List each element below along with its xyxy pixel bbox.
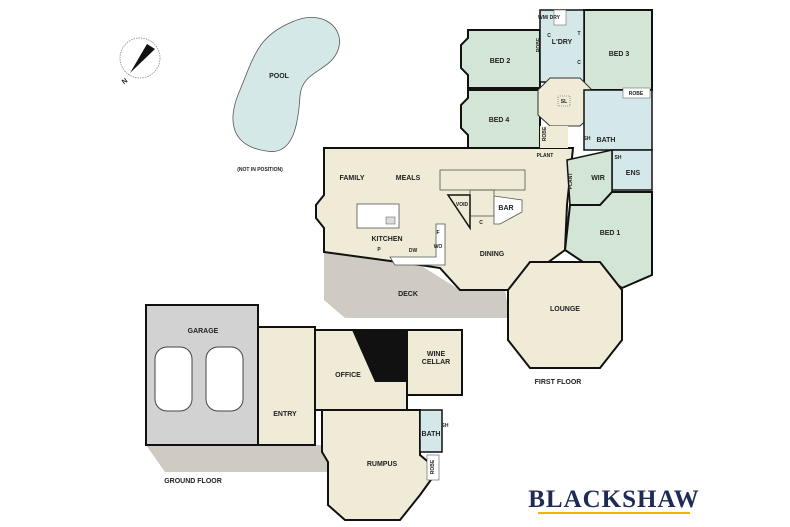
robe-bed3-label: ROBE <box>629 91 644 97</box>
kitchen-island <box>356 203 400 229</box>
wir-label: WIR <box>591 175 605 182</box>
cooktop-icon <box>385 216 396 225</box>
bed2-label: BED 2 <box>490 58 511 65</box>
linen-c2-label: C <box>577 60 581 66</box>
kitchen-label: KITCHEN <box>371 236 402 243</box>
skylight-label: SL <box>561 99 567 105</box>
pantry-label: P <box>377 247 381 253</box>
linen-c1-label: C <box>547 33 551 39</box>
ground-deck <box>146 445 328 472</box>
compass: N <box>119 37 161 86</box>
rumpus-label: RUMPUS <box>367 461 398 468</box>
deck-label: DECK <box>398 291 418 298</box>
wine-cellar-label-1: WINE <box>427 351 446 358</box>
bar-bench <box>493 195 523 225</box>
dishwasher-label: DW <box>409 248 418 254</box>
wine-cellar-room <box>406 329 463 396</box>
garage-label: GARAGE <box>188 328 219 335</box>
ground-shower-label: SH <box>442 423 449 429</box>
ens-label: ENS <box>626 170 641 177</box>
bed4-label: BED 4 <box>489 117 510 124</box>
plant2-label: PLANT <box>568 173 574 190</box>
kitchen-bench <box>389 223 446 266</box>
void-under-stair <box>352 330 407 382</box>
fridge-label: F <box>436 230 439 236</box>
void-label: VOID <box>456 202 469 208</box>
meals-label: MEALS <box>396 175 421 182</box>
skylight-icon <box>557 95 571 107</box>
bed3-room <box>583 9 653 91</box>
living-area <box>315 147 575 291</box>
ground-bath-label: BATH <box>422 431 441 438</box>
ens-room <box>611 149 653 191</box>
pool-label: POOL <box>269 73 290 80</box>
ground-floor-title: GROUND FLOOR <box>164 478 222 485</box>
north-arrow-icon <box>130 44 155 73</box>
ground-robe <box>426 454 440 481</box>
compass-north-label: N <box>121 77 129 86</box>
office-label: OFFICE <box>335 372 361 379</box>
lounge-label: LOUNGE <box>550 306 580 313</box>
bed1-label: BED 1 <box>600 230 621 237</box>
lounge-room <box>507 261 623 369</box>
pool <box>232 17 340 152</box>
bath-room <box>583 89 653 151</box>
robe-bed2-label: ROBE <box>536 37 542 52</box>
compass-ring <box>119 37 161 79</box>
void <box>446 194 471 231</box>
entry-label: ENTRY <box>273 411 297 418</box>
hall <box>537 77 593 127</box>
tub-t-label: T <box>577 31 580 37</box>
dining-label: DINING <box>480 251 505 258</box>
wine-cellar-label-2: CELLAR <box>422 359 450 366</box>
wall-oven-label: WO <box>434 244 443 250</box>
first-floor <box>315 9 653 369</box>
washing-machine <box>553 9 567 26</box>
wm-dry-label: WM/ DRY <box>538 15 561 21</box>
robe-bed4-label: ROBE <box>542 126 548 141</box>
ens-shower-label: SH <box>615 155 622 161</box>
car-icon <box>205 346 244 412</box>
deck-area <box>324 252 510 318</box>
bath-shower-label: SH <box>584 136 591 142</box>
bath-label: BATH <box>597 137 616 144</box>
entry-room <box>257 326 316 446</box>
bar-label: BAR <box>498 205 513 212</box>
family-label: FAMILY <box>339 175 364 182</box>
laundry-label: L'DRY <box>552 39 573 46</box>
plant1-label: PLANT <box>537 153 554 159</box>
ground-robe-label: ROBE <box>430 459 436 474</box>
brand-underline <box>538 512 690 514</box>
stair-landing <box>540 126 568 148</box>
cupboard-label: C <box>479 220 483 226</box>
ground-bath-room <box>419 409 443 453</box>
brand-logo: BLACKSHAW <box>528 486 700 513</box>
bed3-label: BED 3 <box>609 51 630 58</box>
ground-floor <box>145 304 463 521</box>
first-floor-title: FIRST FLOOR <box>535 379 582 386</box>
car-icon <box>154 346 193 412</box>
pool-note: (NOT IN POSITION) <box>237 167 283 173</box>
robe-bed3 <box>622 87 651 99</box>
